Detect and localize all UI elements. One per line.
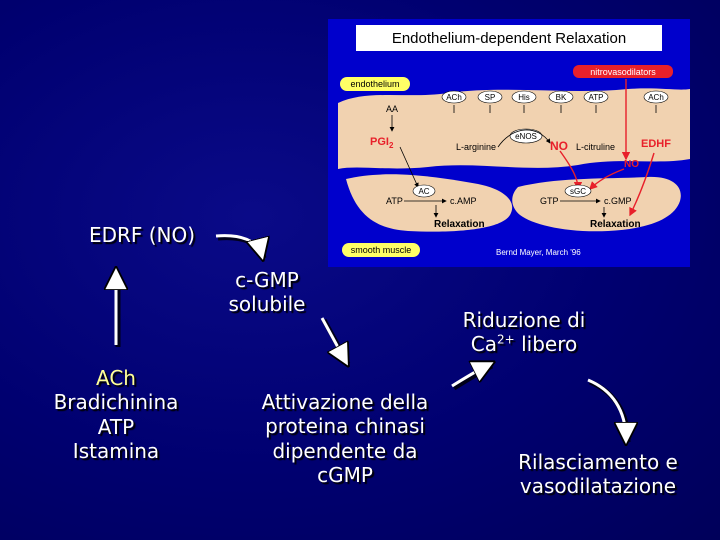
agonist-label: ACh xyxy=(446,93,462,102)
agonists-list: ACh Bradichinina ATP Istamina xyxy=(38,366,194,464)
agonist-label: His xyxy=(518,93,530,102)
rilasciamento-line1: Rilasciamento e xyxy=(518,450,678,474)
attivazione-line4: cGMP xyxy=(317,463,373,488)
arrow-edrf-to-cgmp xyxy=(215,234,262,256)
cgmp-line1: c-GMP xyxy=(235,268,299,292)
edrf-text: EDRF (NO) xyxy=(88,223,196,247)
rilasciamento-label: Rilasciamento e vasodilatazione xyxy=(500,450,696,499)
attivazione-line1: Attivazione della xyxy=(261,390,429,414)
agonist-label: BK xyxy=(556,93,567,102)
attivazione-line2: proteina chinasi xyxy=(265,414,425,439)
agonist-label: ATP xyxy=(589,93,604,102)
figure-title-box xyxy=(356,25,662,51)
figure-credit: Bernd Mayer, March '96 xyxy=(496,248,581,257)
receptor-his xyxy=(511,90,537,104)
ac-label: AC xyxy=(418,187,429,196)
relaxation-right-label: Relaxation xyxy=(590,219,641,230)
ach-label: ACh xyxy=(96,366,136,390)
arrow-cgmp-to-activation xyxy=(320,317,346,362)
cgmp-line2: solubile xyxy=(228,292,306,317)
nitrovasodilators-badge xyxy=(573,65,673,78)
gtp-label: GTP xyxy=(540,196,559,206)
attivazione-line3: dipendente da xyxy=(272,438,418,463)
endothelium-label: endothelium xyxy=(350,79,399,89)
l-arginine-label: L-arginine xyxy=(456,142,496,152)
receptor-sp xyxy=(477,90,503,104)
arrow-reduction-to-relaxation xyxy=(587,378,626,440)
aa-label: AA xyxy=(386,104,398,114)
receptor-atp xyxy=(583,90,609,104)
enos-label: eNOS xyxy=(515,132,537,141)
edrf-label: EDRF (NO) xyxy=(72,223,212,247)
l-citrulline-label: L-citruline xyxy=(576,142,615,152)
agonist-label: ACh xyxy=(648,93,664,102)
smooth-muscle-badge xyxy=(342,243,420,257)
attivazione-label: Attivazione della proteina chinasi dipen… xyxy=(240,390,450,488)
endothelium-layer xyxy=(338,88,690,169)
edhf-label: EDHF xyxy=(641,138,671,150)
arrow-activation-to-reduction xyxy=(451,364,490,388)
cgmp-solubile-label: c-GMP solubile xyxy=(212,268,322,317)
riduzione-line2: Ca2+ libero xyxy=(444,332,604,356)
receptor-ach-2 xyxy=(643,90,669,104)
edhf-box xyxy=(634,135,678,151)
istamina-label: Istamina xyxy=(72,439,160,464)
nitrovasodilators-label: nitrovasodilators xyxy=(590,67,656,77)
camp-label: c.AMP xyxy=(450,196,477,206)
smooth-muscle-cell-left xyxy=(346,174,513,232)
riduzione-tail: libero xyxy=(514,332,578,357)
atp-left-label: ATP xyxy=(386,196,403,206)
bradichinina-label: Bradichinina xyxy=(53,390,179,415)
calcium-charge: 2+ xyxy=(497,332,515,347)
figure-title: Endothelium-dependent Relaxation xyxy=(392,30,626,47)
riduzione-label: Riduzione di Ca2+ libero xyxy=(444,308,604,357)
pgi2-label: PGI2 xyxy=(370,136,394,150)
endothelium-relaxation-figure: Endothelium-dependent Relaxation nitrova… xyxy=(328,19,690,267)
no-label: NO xyxy=(550,139,568,153)
receptor-bk xyxy=(548,90,574,104)
smooth-muscle-cell-right xyxy=(512,176,681,232)
relaxation-left-label: Relaxation xyxy=(434,219,485,230)
endothelium-badge xyxy=(340,77,410,91)
smooth-muscle-label: smooth muscle xyxy=(351,245,412,255)
calcium-symbol: Ca xyxy=(470,332,498,357)
sgc-enzyme xyxy=(564,184,592,198)
agonist-receptors: ACh SP His BK ATP ACh xyxy=(441,90,669,113)
rilasciamento-line2: vasodilatazione xyxy=(519,474,677,499)
receptor-ach-1 xyxy=(441,90,467,104)
ac-enzyme xyxy=(412,184,436,198)
figure-svg: Endothelium-dependent Relaxation nitrova… xyxy=(338,25,690,257)
riduzione-line1: Riduzione di xyxy=(462,308,586,332)
agonist-label: SP xyxy=(485,93,496,102)
cgmp-label: c.GMP xyxy=(604,196,632,206)
enos-enzyme xyxy=(509,128,543,144)
atp-label: ATP xyxy=(97,414,135,439)
no-label-2: NO xyxy=(624,159,639,170)
sgc-label: sGC xyxy=(570,187,586,196)
